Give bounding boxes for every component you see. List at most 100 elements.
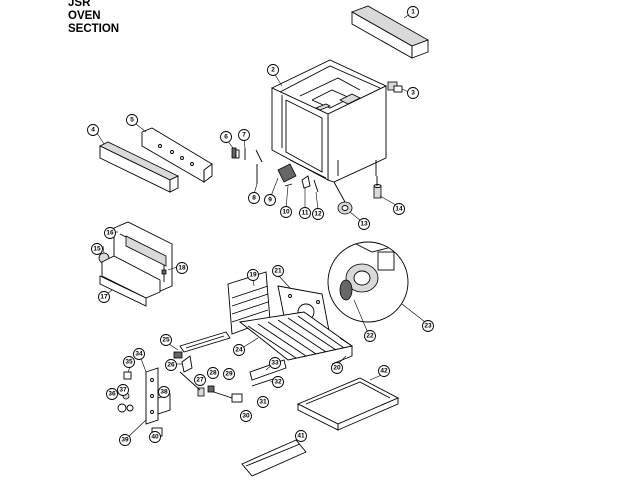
callout-13-label: 13 — [360, 221, 368, 228]
callout-10-label: 10 — [282, 209, 290, 216]
callout-9: 9 — [264, 194, 276, 206]
callout-33-label: 33 — [271, 360, 279, 367]
callout-30: 30 — [240, 410, 252, 422]
callout-27: 27 — [194, 374, 206, 386]
callout-29-label: 29 — [225, 371, 233, 378]
callout-7: 7 — [238, 129, 250, 141]
callout-34-label: 34 — [135, 351, 143, 358]
callout-38: 38 — [158, 386, 170, 398]
callout-4: 4 — [87, 124, 99, 136]
callout-1-label: 1 — [411, 9, 415, 16]
callout-20: 20 — [331, 362, 343, 374]
callout-7-label: 7 — [242, 132, 246, 139]
callout-27-label: 27 — [196, 377, 204, 384]
part-top-trim — [351, 5, 429, 59]
part-3-knob — [387, 81, 403, 93]
callout-35-label: 35 — [125, 359, 133, 366]
callout-41: 41 — [295, 430, 307, 442]
callout-15: 15 — [91, 243, 103, 255]
callout-12-label: 12 — [314, 211, 322, 218]
callout-22-label: 22 — [366, 333, 374, 340]
callout-31: 31 — [257, 396, 269, 408]
callout-19-label: 19 — [249, 272, 257, 279]
callout-3-label: 3 — [411, 90, 415, 97]
callout-19: 19 — [247, 269, 259, 281]
callout-4-label: 4 — [91, 127, 95, 134]
callout-10: 10 — [280, 206, 292, 218]
part-13-motor — [333, 181, 353, 215]
callout-20-label: 20 — [333, 365, 341, 372]
callout-5: 5 — [126, 114, 138, 126]
callout-5-label: 5 — [130, 117, 134, 124]
callout-33: 33 — [269, 357, 281, 369]
callout-40-label: 40 — [151, 434, 159, 441]
callout-16-label: 16 — [106, 230, 114, 237]
callout-25: 25 — [160, 334, 172, 346]
callout-28-label: 28 — [209, 370, 217, 377]
part-convection-fan — [327, 241, 409, 323]
callout-12: 12 — [312, 208, 324, 220]
part-5-strip — [141, 127, 213, 183]
callout-39-label: 39 — [121, 437, 129, 444]
callout-18-label: 18 — [178, 265, 186, 272]
callout-36-label: 36 — [108, 391, 116, 398]
hinge-hardware — [231, 147, 319, 193]
part-oven-cavity — [270, 59, 388, 183]
callout-29: 29 — [223, 368, 235, 380]
callout-34: 34 — [133, 348, 145, 360]
callout-23: 23 — [422, 320, 434, 332]
callout-26-label: 26 — [167, 362, 175, 369]
callout-39: 39 — [119, 434, 131, 446]
callout-25-label: 25 — [162, 337, 170, 344]
part-4-bar — [99, 141, 179, 193]
callout-14: 14 — [393, 203, 405, 215]
callout-9-label: 9 — [268, 197, 272, 204]
callout-17: 17 — [98, 291, 110, 303]
title-line-3: SECTION — [68, 23, 120, 35]
callout-8-label: 8 — [252, 195, 256, 202]
controls-bracket — [117, 367, 171, 437]
callout-37: 37 — [117, 384, 129, 396]
callout-35: 35 — [123, 356, 135, 368]
part-42-drip-tray — [296, 377, 400, 431]
callout-36: 36 — [106, 388, 118, 400]
callout-22: 22 — [364, 330, 376, 342]
title-line-2: OVEN — [68, 10, 101, 22]
lower-frame-assembly — [98, 221, 173, 307]
callout-40: 40 — [149, 431, 161, 443]
title-line-1: JSR — [68, 0, 91, 9]
callout-8: 8 — [248, 192, 260, 204]
diagram-title: JSR OVEN SECTION — [68, 0, 119, 36]
callout-32: 32 — [272, 376, 284, 388]
callout-3: 3 — [407, 87, 419, 99]
callout-24-label: 24 — [235, 347, 243, 354]
callout-32-label: 32 — [274, 379, 282, 386]
callout-38-label: 38 — [160, 389, 168, 396]
callout-42-label: 42 — [380, 368, 388, 375]
callout-11-label: 11 — [302, 210, 309, 217]
callout-42: 42 — [378, 365, 390, 377]
callout-16: 16 — [104, 227, 116, 239]
callout-6-label: 6 — [224, 134, 228, 141]
callout-26: 26 — [165, 359, 177, 371]
callout-28: 28 — [207, 367, 219, 379]
leader-lines — [96, 11, 426, 441]
callout-30-label: 30 — [242, 413, 250, 420]
callout-14-label: 14 — [395, 206, 403, 213]
part-41-bottom-plate — [241, 439, 307, 477]
callout-15-label: 15 — [93, 246, 101, 253]
callout-21-label: 21 — [274, 268, 282, 275]
callout-13: 13 — [358, 218, 370, 230]
callout-24: 24 — [233, 344, 245, 356]
callout-23-label: 23 — [424, 323, 432, 330]
callout-11: 11 — [299, 207, 311, 219]
callout-6: 6 — [220, 131, 232, 143]
callout-41-label: 41 — [297, 433, 305, 440]
part-14-leg — [373, 176, 382, 199]
callout-37-label: 37 — [119, 387, 127, 394]
callout-21: 21 — [272, 265, 284, 277]
callout-2: 2 — [267, 64, 279, 76]
callout-2-label: 2 — [271, 67, 275, 74]
part-oven-rack — [238, 311, 354, 365]
callout-17-label: 17 — [100, 294, 108, 301]
